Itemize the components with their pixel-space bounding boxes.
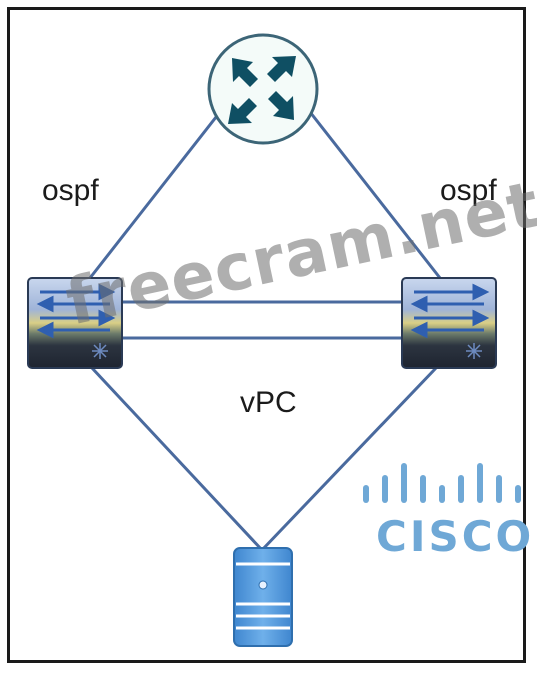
cisco-logo [363,463,521,503]
link-router-right-switch [308,111,442,279]
ospf-label-left: ospf [42,174,99,207]
vpc-label: vPC [240,386,297,419]
link-left-switch-server [90,366,264,552]
cisco-logo-text: CISCO [376,512,535,561]
switch-icon [27,277,123,369]
switch-icon [401,277,497,369]
router-icon [207,33,319,145]
link-right-switch-server [260,366,438,552]
link-router-left-switch [88,111,222,279]
links [88,111,442,552]
server-icon [233,547,293,647]
ospf-label-right: ospf [440,174,497,207]
